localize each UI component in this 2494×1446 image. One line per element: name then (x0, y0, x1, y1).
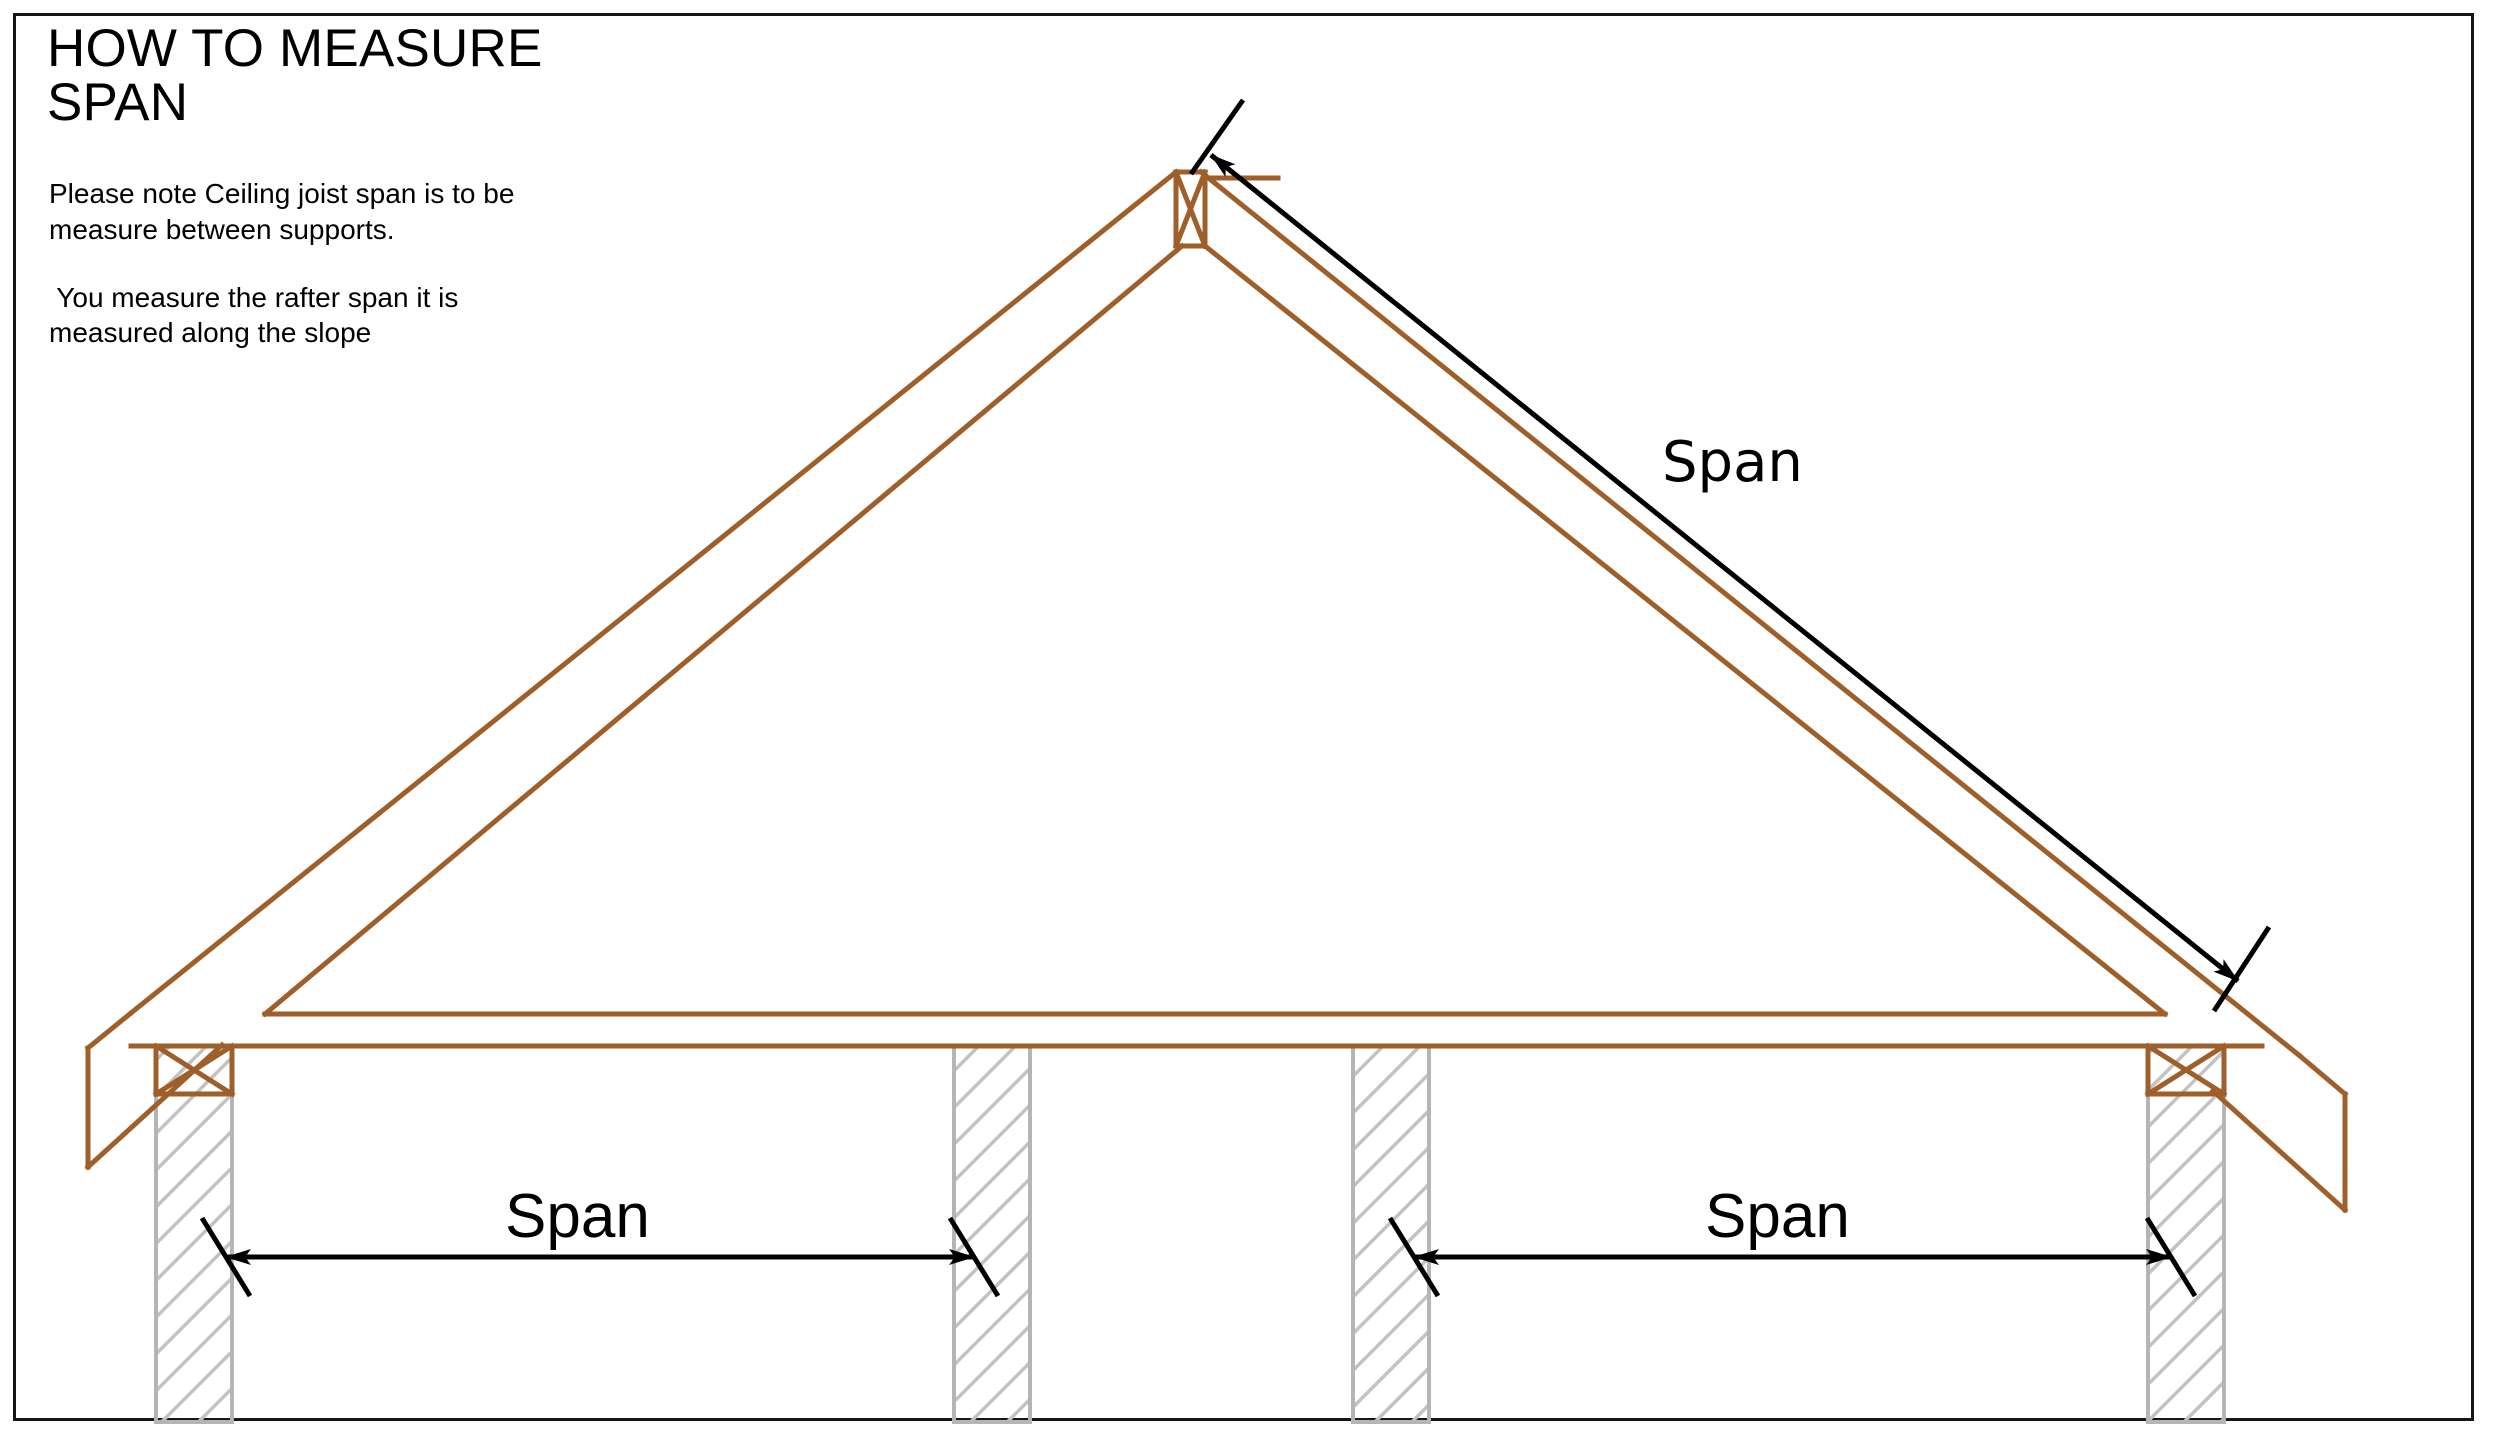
span-label-rafter: Span (1662, 430, 1803, 495)
page-title-line-1: HOW TO MEASURE (47, 19, 543, 78)
wall-plate-right-body (2145, 1043, 2227, 1097)
rafter-tail-right-lower (2209, 1087, 2349, 1214)
span-dimension-left (199, 1216, 1001, 1298)
right-rafter-bottom-edge (1201, 242, 2169, 1018)
wall-plate-left-brace-b (152, 1042, 236, 1098)
span-label-left: Span (505, 1182, 650, 1251)
note-paragraph-1-line-2: measure between supports. (49, 213, 395, 245)
notes-block: Please note Ceiling joist span is to be … (49, 176, 689, 351)
note-paragraph-2-line-2: measured along the slope (49, 317, 372, 349)
rafter-tail-right (2209, 1052, 2349, 1214)
wall-outer-right (2146, 1044, 2226, 1424)
rafter-dim-line (1209, 153, 2240, 983)
notes-spacer (49, 248, 689, 280)
wall-inner-right (1351, 1044, 1431, 1424)
rafter-dim-extension-bottom (2211, 925, 2272, 1013)
page-title-line-2: SPAN (47, 73, 189, 133)
rafter-tail-right-upper (2296, 1052, 2349, 1098)
page-title: HOW TO MEASURE SPAN (47, 19, 807, 133)
rafter-tail-left-upper (84, 1009, 135, 1052)
wall-plate-right-brace-b (2144, 1042, 2228, 1098)
wall-outer-left (154, 1044, 234, 1424)
left-rafter-bottom-edge (261, 242, 1186, 1018)
wall-plate-right (2144, 1042, 2228, 1098)
ridge-board (1172, 168, 1281, 250)
left-rafter-top-edge (127, 168, 1180, 1017)
ridge-board-brace-b (1172, 168, 1209, 250)
wall-plate-left-body (153, 1043, 235, 1097)
span-dimension-right (1387, 1216, 2198, 1298)
rafter-dim-extension-top (1188, 98, 1246, 176)
note-paragraph-1-line-1: Please note Ceiling joist span is to be (49, 178, 515, 209)
right-rafter-top-edge (1197, 168, 2304, 1060)
span-label-right: Span (1705, 1182, 1850, 1251)
note-paragraph-2-line-1: You measure the rafter span it is (49, 281, 459, 313)
span-dimension-rafter (1188, 98, 2272, 1013)
ceiling-joist (128, 1011, 2265, 1049)
wall-plate-left (152, 1042, 236, 1098)
wall-inner-left (952, 1044, 1032, 1424)
